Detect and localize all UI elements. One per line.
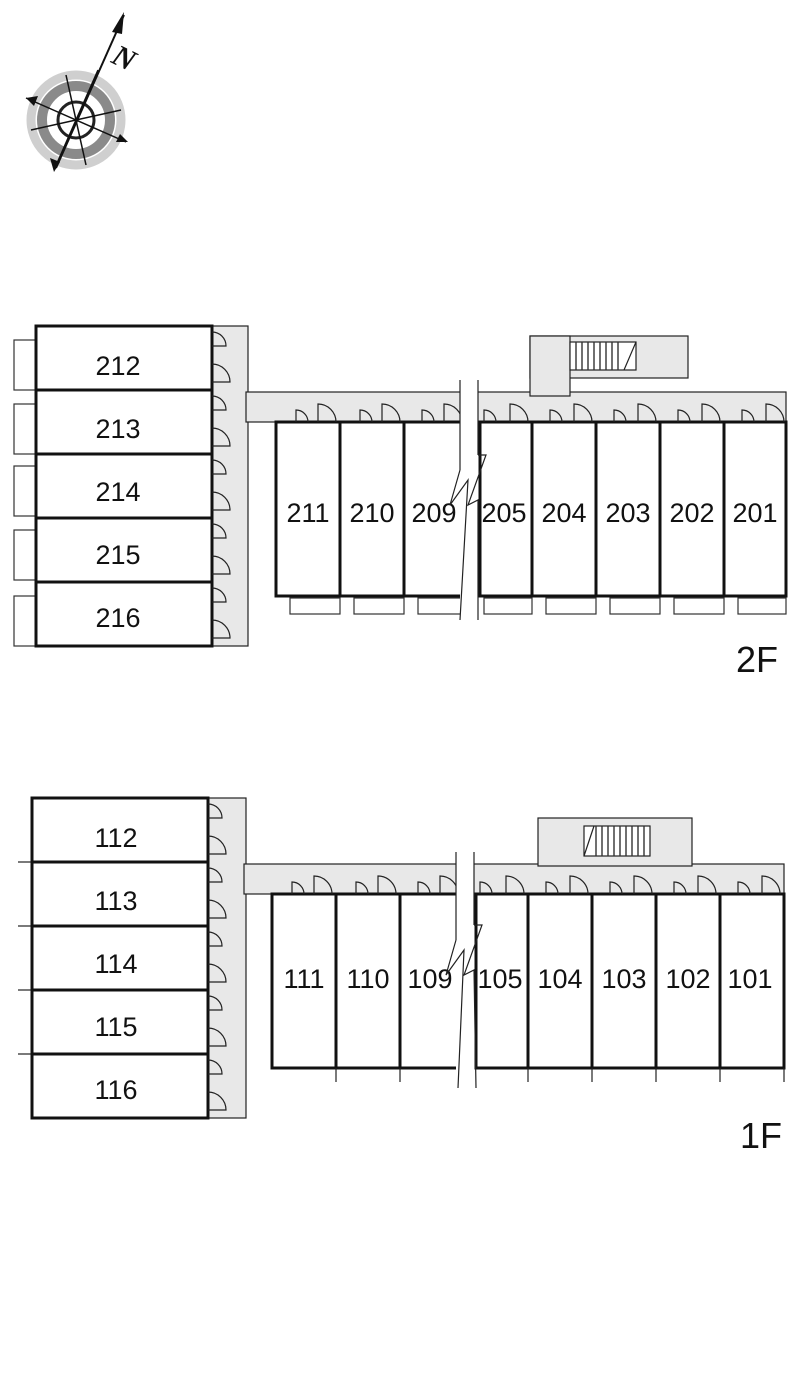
unit-104[interactable] bbox=[526, 892, 594, 1070]
floor-label-2f: 2F bbox=[736, 639, 778, 680]
unit-label: 213 bbox=[95, 414, 140, 444]
west-units-2f: 212 213 214 215 216 bbox=[34, 324, 214, 648]
unit-label: 202 bbox=[669, 498, 714, 528]
unit-label: 114 bbox=[94, 949, 137, 979]
west-units-1f: 112 113 114 115 116 bbox=[30, 796, 210, 1120]
unit-113[interactable] bbox=[30, 860, 210, 928]
unit-201[interactable] bbox=[722, 420, 788, 598]
unit-label: 204 bbox=[541, 498, 586, 528]
unit-label: 112 bbox=[94, 823, 137, 853]
unit-label: 105 bbox=[477, 964, 522, 994]
unit-label: 209 bbox=[411, 498, 456, 528]
door-swing-icon bbox=[207, 803, 227, 1111]
unit-204[interactable] bbox=[530, 420, 598, 598]
unit-label: 111 bbox=[283, 964, 324, 994]
unit-label: 211 bbox=[286, 498, 329, 528]
unit-label: 101 bbox=[727, 964, 772, 994]
unit-215[interactable] bbox=[34, 516, 214, 584]
unit-205[interactable] bbox=[478, 420, 534, 598]
unit-label: 110 bbox=[346, 964, 389, 994]
unit-label: 104 bbox=[537, 964, 582, 994]
west-corridor-2f bbox=[211, 325, 249, 647]
north-corridor-2f bbox=[245, 391, 787, 423]
unit-116[interactable] bbox=[30, 1052, 210, 1120]
unit-label: 210 bbox=[349, 498, 394, 528]
break-line-icon bbox=[445, 852, 483, 1089]
unit-202[interactable] bbox=[658, 420, 726, 598]
east-units-1f: 111 110 109 105 104 103 102 101 bbox=[270, 892, 786, 1070]
unit-label: 103 bbox=[601, 964, 646, 994]
unit-114[interactable] bbox=[30, 924, 210, 992]
break-line-icon bbox=[449, 380, 487, 621]
stairs-icon bbox=[569, 341, 637, 371]
unit-105[interactable] bbox=[474, 892, 530, 1070]
unit-115[interactable] bbox=[30, 988, 210, 1056]
unit-label: 203 bbox=[605, 498, 650, 528]
unit-216[interactable] bbox=[34, 580, 214, 648]
unit-label: 109 bbox=[407, 964, 452, 994]
unit-label: 215 bbox=[95, 540, 140, 570]
unit-211[interactable] bbox=[274, 420, 342, 598]
unit-label: 214 bbox=[95, 477, 140, 507]
wall-ticks-1f-bottom bbox=[335, 1068, 785, 1082]
floor-label-1f: 1F bbox=[740, 1115, 782, 1156]
unit-label: 216 bbox=[95, 603, 140, 633]
east-balconies-2f bbox=[289, 597, 787, 615]
compass-rose-icon bbox=[25, 12, 128, 172]
unit-212[interactable] bbox=[34, 324, 214, 392]
unit-213[interactable] bbox=[34, 388, 214, 456]
door-swing-icon bbox=[211, 331, 231, 639]
stair-connector-2f bbox=[529, 335, 571, 397]
floor-1f: 112 113 114 115 116 bbox=[18, 796, 786, 1156]
unit-label: 113 bbox=[94, 886, 137, 916]
west-balconies-2f bbox=[13, 339, 37, 647]
unit-209[interactable] bbox=[402, 420, 464, 598]
stairs-icon bbox=[583, 825, 651, 857]
unit-label: 201 bbox=[732, 498, 777, 528]
west-corridor-1f bbox=[207, 797, 247, 1119]
unit-101[interactable] bbox=[718, 892, 786, 1070]
unit-label: 212 bbox=[95, 351, 140, 381]
door-swing-icon bbox=[295, 403, 785, 423]
wall-ticks-1f bbox=[18, 861, 32, 1055]
unit-label: 205 bbox=[481, 498, 526, 528]
east-units-2f: 211 210 209 205 204 203 202 201 bbox=[274, 420, 788, 598]
unit-label: 116 bbox=[94, 1075, 137, 1105]
unit-label: 115 bbox=[94, 1012, 137, 1042]
door-swing-icon bbox=[291, 875, 781, 895]
unit-109[interactable] bbox=[398, 892, 460, 1070]
unit-110[interactable] bbox=[334, 892, 402, 1070]
unit-111[interactable] bbox=[270, 892, 338, 1070]
floor-2f: 212 213 214 215 216 bbox=[13, 324, 788, 680]
unit-102[interactable] bbox=[654, 892, 722, 1070]
unit-203[interactable] bbox=[594, 420, 662, 598]
north-corridor-1f bbox=[243, 863, 785, 895]
unit-label: 102 bbox=[665, 964, 710, 994]
